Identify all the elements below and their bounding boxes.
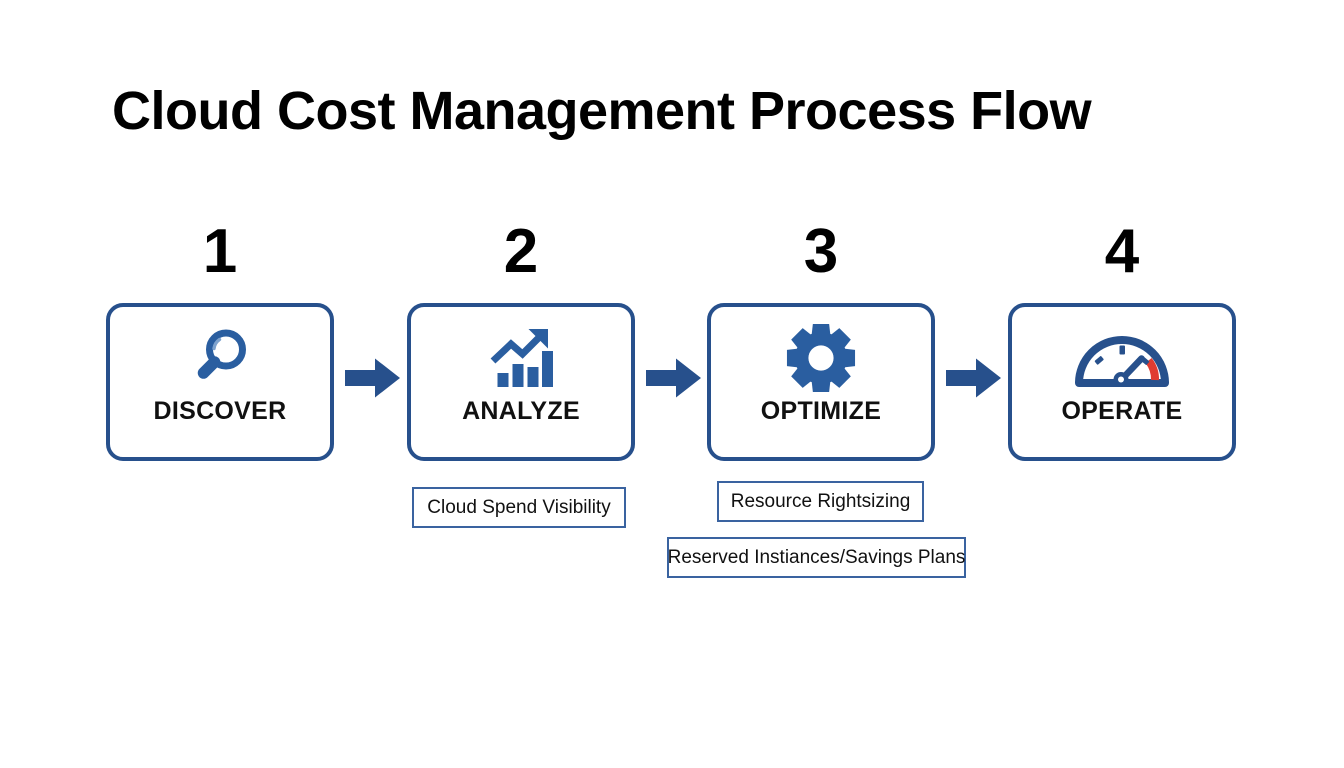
step-card-discover[interactable]: DISCOVER: [106, 303, 334, 461]
step-label-operate: OPERATE: [1061, 397, 1183, 425]
step-number-4: 4: [1104, 217, 1140, 286]
step-card-operate[interactable]: OPERATE: [1008, 303, 1236, 461]
gear-icon: [784, 321, 858, 395]
step-number-2: 2: [503, 217, 539, 286]
step-card-optimize[interactable]: OPTIMIZE: [707, 303, 935, 461]
gauge-icon: [1072, 321, 1172, 395]
magnifying-glass-icon: [183, 321, 257, 395]
arrow-right-icon-optimize-to-operate: [946, 357, 1002, 399]
process-flow-row: 1 DISCOVER 2: [0, 221, 1344, 465]
process-step-operate[interactable]: 4 OPERATE: [1008, 221, 1236, 465]
callout-resource-rightsizing[interactable]: Resource Rightsizing: [717, 481, 924, 522]
step-number-1: 1: [202, 217, 238, 286]
step-label-optimize: OPTIMIZE: [760, 397, 882, 425]
arrow-right-icon-discover-to-analyze: [345, 357, 401, 399]
bar-chart-trend-up-icon: [484, 321, 558, 395]
callout-label: Resource Rightsizing: [730, 491, 911, 512]
arrow-right-icon-analyze-to-optimize: [646, 357, 702, 399]
process-step-discover[interactable]: 1 DISCOVER: [106, 221, 334, 465]
step-label-discover: DISCOVER: [153, 397, 287, 425]
step-number-3: 3: [803, 217, 839, 286]
callout-cloud-spend-visibility[interactable]: Cloud Spend Visibility: [412, 487, 626, 528]
step-card-analyze[interactable]: ANALYZE: [407, 303, 635, 461]
process-step-analyze[interactable]: 2 ANALYZE: [407, 221, 635, 465]
callout-reserved-instances-savings-plans[interactable]: Reserved Instiances/Savings Plans: [667, 537, 966, 578]
callout-label: Reserved Instiances/Savings Plans: [667, 547, 966, 568]
page-title: Cloud Cost Management Process Flow: [112, 81, 1092, 141]
step-label-analyze: ANALYZE: [462, 397, 580, 425]
callout-label: Cloud Spend Visibility: [427, 497, 611, 518]
process-step-optimize[interactable]: 3: [707, 221, 935, 465]
